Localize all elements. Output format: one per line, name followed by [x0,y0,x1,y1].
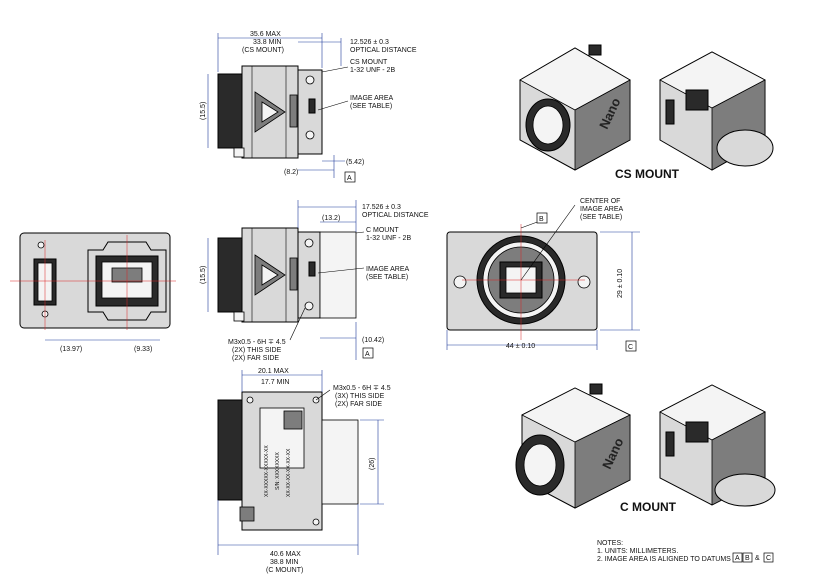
c-mount-thread-2: 1-32 UNF - 2B [366,235,411,242]
c-dim-132: (13.2) [322,215,340,222]
c-mount-render-front: Nano [515,383,631,509]
top-hole-3: (2X) FAR SIDE [335,401,382,408]
c-optical-label: OPTICAL DISTANCE [362,212,429,219]
c-side-dimensions: 17.526 ± 0.3 OPTICAL DISTANCE (13.2) C M… [200,204,429,362]
cs-side-dimensions: 35.6 MAX 33.8 MIN (CS MOUNT) 12.526 ± 0.… [200,31,417,183]
cs-max-length: 35.6 MAX [250,31,281,38]
cs-dim-542: (5.42) [346,159,364,166]
top-dimensions: 20.1 MAX 17.7 MIN M3x0.5 - 6H ∓ 4.5 (3X)… [258,368,391,574]
top-dim-26: (26) [369,458,376,470]
top-view [217,370,384,555]
cs-image-area-2: (SEE TABLE) [350,103,392,110]
cs-min-length: 33.8 MIN [253,39,281,46]
c-side-view [207,200,365,360]
notes-line-1: 1. UNITS: MILLIMETERS. [597,548,678,555]
notes-title: NOTES: [597,540,623,547]
c-mount-render-rear [659,384,776,507]
cs-mount-thread-2: 1-32 UNF - 2B [350,67,395,74]
notes: NOTES: 1. UNITS: MILLIMETERS. 2. IMAGE A… [597,540,774,563]
label-line-2: S/N: XXXXXXXX [275,452,281,490]
front-view [446,204,640,350]
cs-mount-render-front: Nano [519,44,631,171]
front-datum-c: C [628,344,633,351]
notes-datum-a: A [735,555,740,562]
notes-amp: & [755,555,760,562]
cs-optical-value: 12.526 ± 0.3 [350,39,389,46]
notes-datum-b: B [745,555,750,562]
top-bottom-2: 38.8 MIN [270,559,298,566]
c-datum-box [362,347,374,359]
top-hole-1: M3x0.5 - 6H ∓ 4.5 [333,385,391,392]
notes-datum-b-box [742,552,753,563]
rear-view [10,232,176,341]
c-hole-3: (2X) FAR SIDE [232,355,279,362]
c-dim-1042: (10.42) [362,337,384,344]
c-mount-caption: C MOUNT [620,500,677,514]
front-center-2: IMAGE AREA [580,206,624,213]
top-bottom-1: 40.6 MAX [270,551,301,558]
top-bottom-3: (C MOUNT) [266,567,303,574]
front-width: 44 ± 0.10 [506,343,535,350]
rear-dimensions: (13.97) (9.33) [60,346,152,353]
label-line-1: XX-XXXXX-XXXXX-XX [264,445,270,497]
c-height: (15.5) [200,266,207,284]
c-optical-value: 17.526 ± 0.3 [362,204,401,211]
top-min: 17.7 MIN [261,379,289,386]
cs-dim-82: (8.2) [284,169,298,176]
notes-line-2: 2. IMAGE AREA IS ALIGNED TO DATUMS [597,556,731,563]
notes-datum-c: C [766,555,771,562]
notes-datum-c-box [763,552,774,563]
c-datum: A [365,351,370,358]
c-image-area-2: (SEE TABLE) [366,274,408,281]
cs-optical-label: OPTICAL DISTANCE [350,47,417,54]
top-view-label: XX-XXXXX-XXXXX-XX S/N: XXXXXXXX XX-XX-XX… [264,445,292,497]
cs-side-view [207,33,349,178]
cs-datum-box [344,171,356,183]
cs-image-area-1: IMAGE AREA [350,95,394,102]
label-line-3: XX-XX-XX-XX-XX-XX [286,448,292,497]
rear-dim-933: (9.33) [134,346,152,353]
rear-dim-1397: (13.97) [60,346,82,353]
c-hole-2: (2X) THIS SIDE [232,347,282,354]
front-center-1: CENTER OF [580,198,620,205]
cs-mount-caption: CS MOUNT [615,167,680,181]
c-image-area-1: IMAGE AREA [366,266,410,273]
top-max: 20.1 MAX [258,368,289,375]
c-hole-1: M3x0.5 - 6H ∓ 4.5 [228,339,286,346]
cs-mount-thread-1: CS MOUNT [350,59,388,66]
front-datum-b-box [536,212,548,224]
front-center-3: (SEE TABLE) [580,214,622,221]
front-height: 29 ± 0.10 [617,269,624,298]
notes-datum-a-box [732,552,743,563]
cs-height: (15.5) [200,102,207,120]
front-dimensions: CENTER OF IMAGE AREA (SEE TABLE) B 29 ± … [506,198,637,352]
cs-mount-render-rear [659,51,774,171]
c-mount-thread-1: C MOUNT [366,227,399,234]
front-datum-b: B [539,216,544,223]
cs-mount-note: (CS MOUNT) [242,47,284,54]
front-datum-c-box [625,340,637,352]
cs-datum: A [347,175,352,182]
top-hole-2: (3X) THIS SIDE [335,393,385,400]
